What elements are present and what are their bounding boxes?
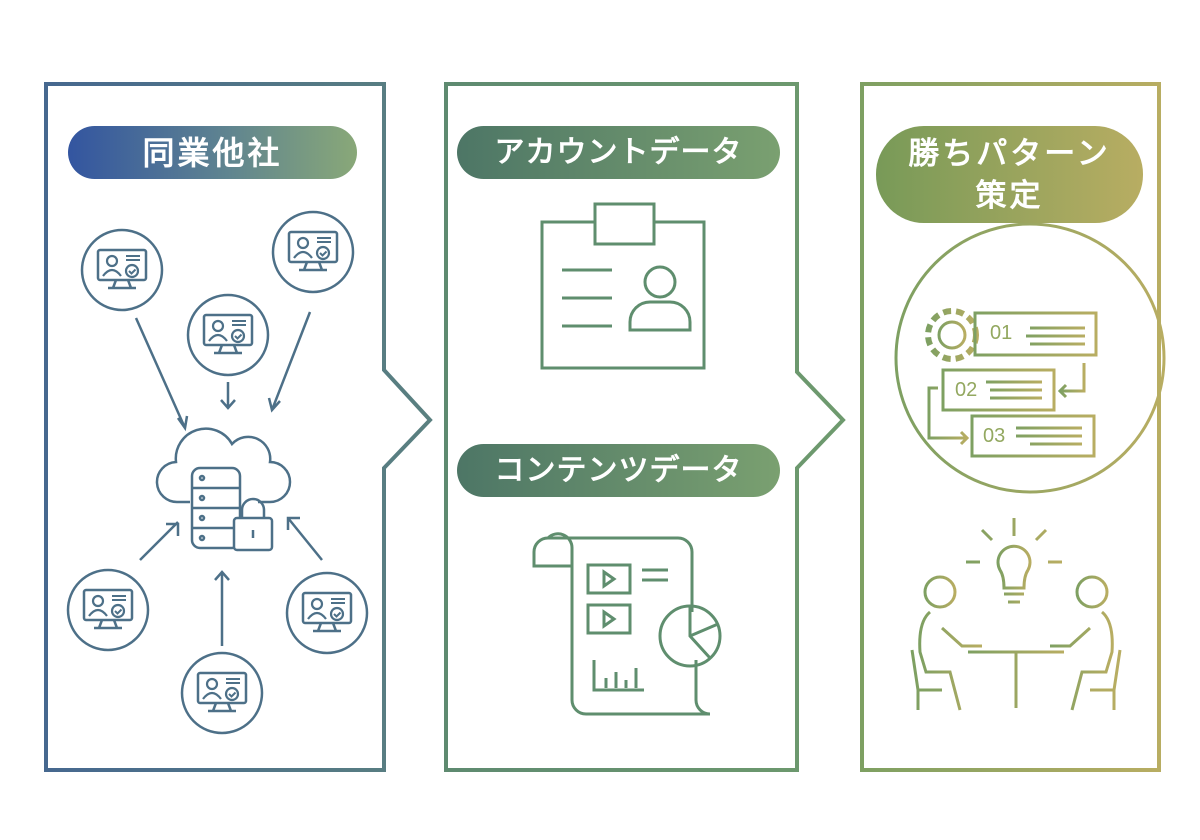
step-number: 02 bbox=[955, 379, 978, 401]
monitor-user-icon bbox=[80, 228, 164, 312]
monitor-user-icon bbox=[285, 571, 369, 655]
competitors-panel bbox=[44, 82, 433, 772]
winning-panel bbox=[860, 82, 1161, 772]
monitor-user-icon bbox=[186, 293, 270, 377]
arrow-icons bbox=[134, 311, 323, 646]
monitor-user-icon bbox=[66, 568, 150, 652]
account-data-label: アカウントデータ bbox=[457, 126, 780, 179]
id-card-icon bbox=[540, 202, 706, 370]
report-document-icon bbox=[532, 532, 722, 716]
step-number: 01 bbox=[990, 322, 1013, 344]
data-panel bbox=[444, 82, 846, 772]
monitor-user-icon bbox=[271, 210, 355, 294]
winning-pattern-label: 勝ちパターン 策定 bbox=[876, 126, 1143, 223]
meeting-idea-icon bbox=[910, 518, 1122, 711]
step-number: 03 bbox=[983, 425, 1006, 447]
winning-label-line1: 勝ちパターン bbox=[908, 135, 1111, 172]
content-data-label-text: コンテンツデータ bbox=[494, 452, 743, 488]
competitors-label: 同業他社 bbox=[68, 126, 357, 179]
process-steps-icon bbox=[894, 222, 1166, 494]
competitor-icons bbox=[66, 210, 369, 735]
account-data-label-text: アカウントデータ bbox=[494, 134, 743, 170]
monitor-user-icon bbox=[180, 651, 264, 735]
winning-label-line2: 策定 bbox=[975, 177, 1044, 214]
content-data-label: コンテンツデータ bbox=[457, 444, 780, 497]
cloud-database-icon bbox=[155, 427, 292, 552]
competitors-label-text: 同業他社 bbox=[142, 133, 283, 172]
